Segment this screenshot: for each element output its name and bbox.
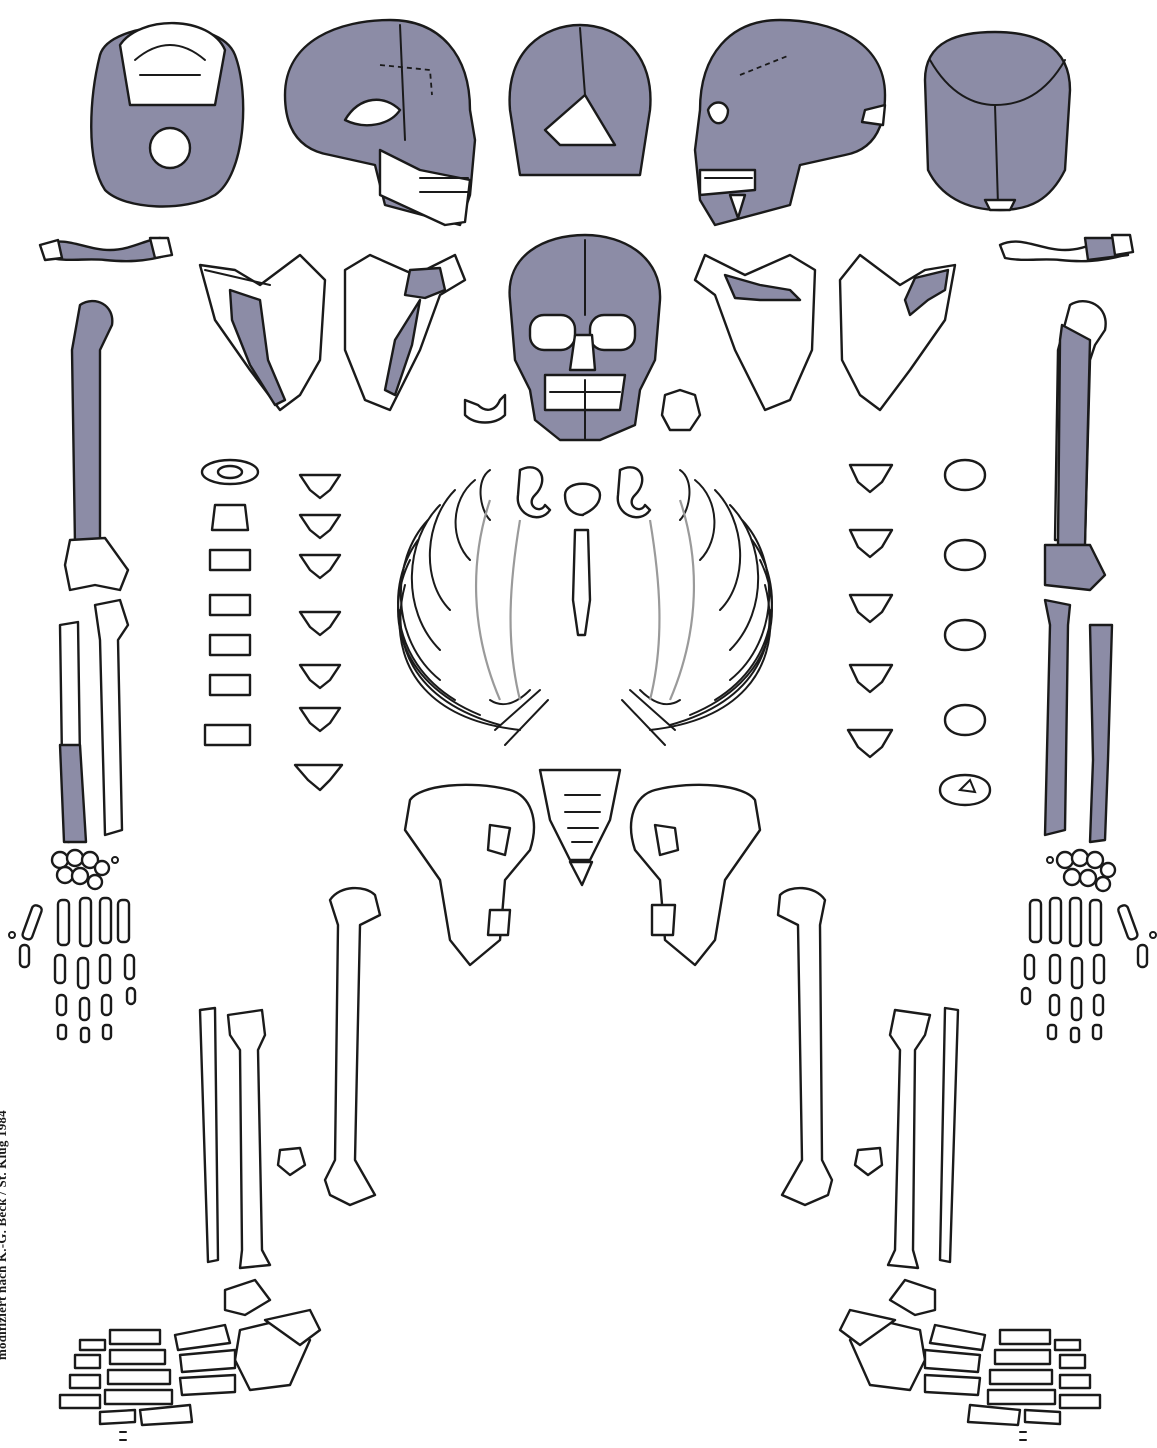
thoracic-vertebrae-right-column [295,475,342,790]
radius-right [60,622,86,842]
foot-right [60,1280,320,1440]
clavicle-left [1000,235,1133,261]
humerus-right [65,301,128,590]
thyroid-cartilage [662,390,700,430]
scapula-right-posterior [200,255,325,410]
thoracic-vertebrae-left-column [848,465,892,757]
ribs-right [398,467,550,745]
hip-bone-right [405,785,534,965]
hyoid-bone [465,395,505,423]
scapula-left-anterior [695,255,815,410]
radius-left [1045,600,1070,835]
ulna-right [95,600,128,835]
credit-text: modifiziert nach K.-G. Beck / St. Klug 1… [0,1110,10,1360]
cervical-vertebrae-column [202,460,258,745]
scapula-right-anterior [345,255,465,410]
fibula-right [200,1008,218,1262]
detached-phalanx-right [9,932,15,938]
skull-right-lateral-view [285,20,475,225]
hand-right [20,850,135,1042]
sacrum [540,770,620,885]
tibia-right [228,1010,270,1268]
ulna-left [1090,625,1112,842]
scapula-left-posterior [840,255,955,410]
detached-phalanx-left [1150,932,1156,938]
foot-left [840,1280,1100,1440]
lumbar-vertebrae-column [940,460,990,805]
tibia-left [888,1010,930,1268]
skull-superior-view [925,32,1070,210]
clavicle-right [40,238,172,261]
sternum [565,484,600,635]
skull-frontal-view [510,235,661,440]
femur-left [778,888,832,1205]
hip-bone-left [631,785,760,965]
skull-inferior-view [91,23,243,206]
skull-posterior-view [510,25,651,175]
fibula-left [940,1008,958,1262]
skull-left-lateral-view [695,20,885,225]
hand-left [1022,850,1147,1042]
humerus-left [1045,301,1106,590]
patella-left [855,1148,882,1175]
femur-right [325,888,380,1205]
ribs-left [618,467,772,745]
patella-right [278,1148,305,1175]
